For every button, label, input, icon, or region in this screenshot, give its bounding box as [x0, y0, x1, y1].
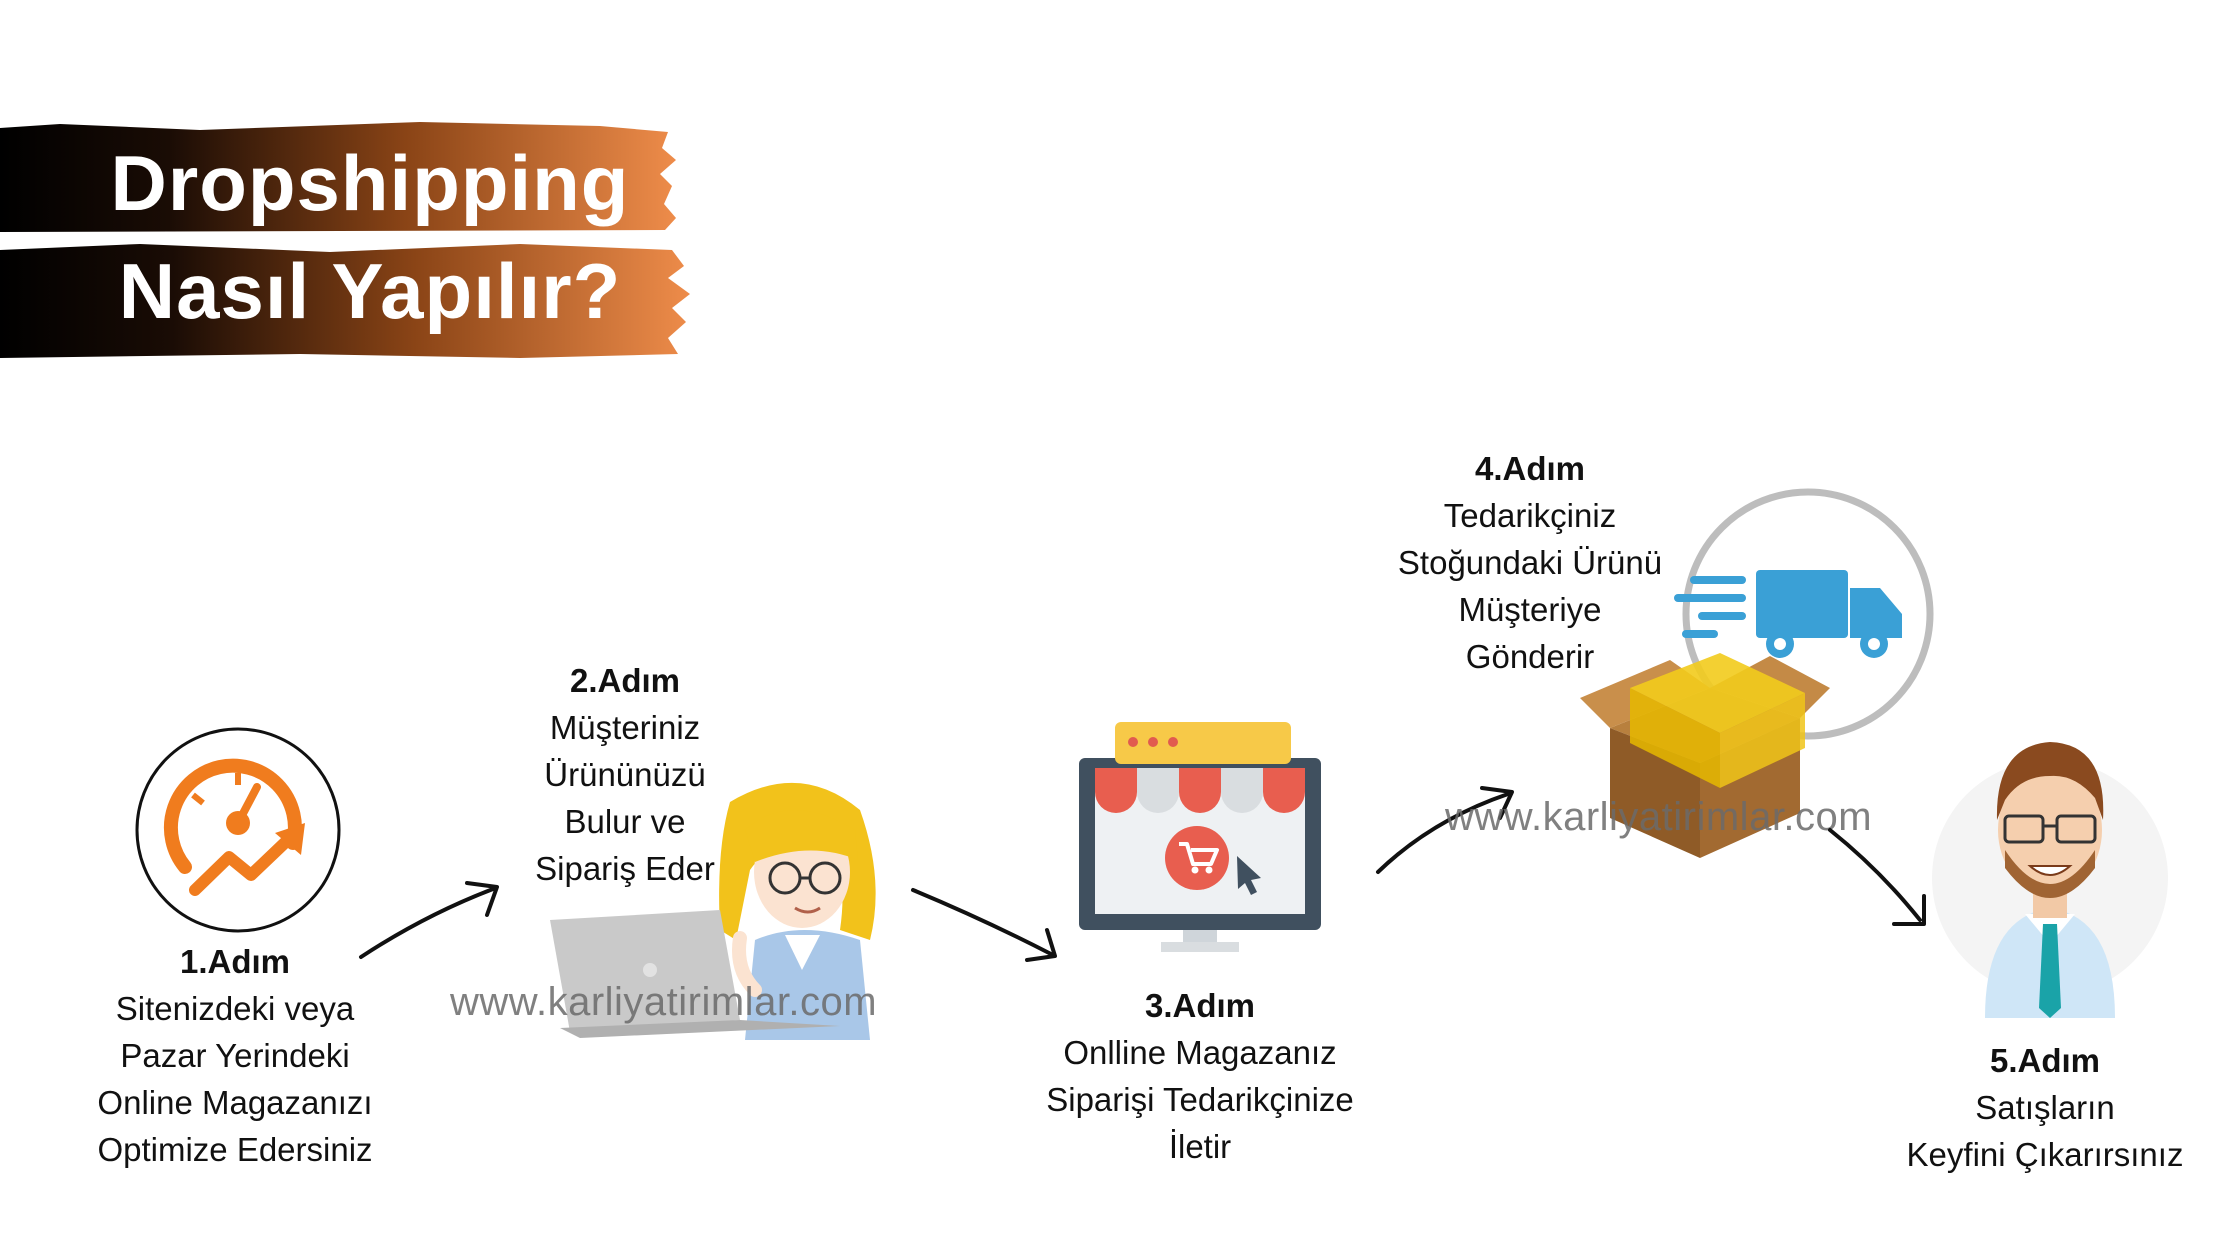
arrow-3-to-4: [1376, 786, 1514, 874]
title-banner: Dropshipping Nasıl Yapılır?: [0, 118, 700, 368]
speedometer-growth-icon: [135, 727, 341, 933]
woman-laptop-icon: [550, 782, 876, 1040]
step-3-head: 3.Adım: [1144, 987, 1256, 1024]
step-3-line: Siparişi Tedarikçinize: [1046, 1081, 1354, 1118]
step-5-line: Satışların: [1975, 1089, 2115, 1126]
step-1-line: Pazar Yerindeki: [120, 1037, 350, 1074]
step-2-line: Bulur ve: [564, 803, 686, 840]
step-4-head: 4.Adım: [1474, 450, 1586, 487]
step-3: 3.Adım Onlline Magazanız Siparişi Tedari…: [1030, 982, 1370, 1170]
online-store-icon: [1079, 722, 1321, 952]
brush-stroke-background: [0, 122, 690, 358]
step-1: 1.Adım Sitenizdeki veya Pazar Yerindeki …: [60, 938, 410, 1173]
step-2-line: Ürününüzü: [544, 756, 706, 793]
arrow-1-to-2: [359, 881, 499, 959]
arrow-4-to-5: [1828, 828, 1926, 926]
step-2: 2.Adım Müşteriniz Ürününüzü Bulur ve Sip…: [480, 657, 770, 892]
step-5-head: 5.Adım: [1989, 1042, 2101, 1079]
step-4-line: Müşteriye: [1458, 591, 1602, 628]
step-1-head: 1.Adım: [179, 943, 291, 980]
watermark: www.karliyatirimlar.com: [450, 980, 878, 1024]
delivery-truck-box-icon: [1580, 488, 1934, 858]
arrow-2-to-3: [911, 888, 1057, 962]
happy-man-icon: [1932, 742, 2168, 1018]
step-1-line: Sitenizdeki veya: [115, 990, 355, 1027]
watermark: www.karliyatirimlar.com: [1445, 795, 1873, 839]
step-3-line: Onlline Magazanız: [1063, 1034, 1337, 1071]
step-4-line: Gönderir: [1465, 638, 1595, 675]
step-1-line: Optimize Edersiniz: [97, 1131, 373, 1168]
title-line-2: Nasıl Yapılır?: [118, 247, 622, 335]
title-line-1: Dropshipping: [110, 139, 630, 227]
step-4-line: Tedarikçiniz: [1443, 497, 1617, 534]
step-2-line: Müşteriniz: [549, 709, 701, 746]
step-1-line: Online Magazanızı: [97, 1084, 373, 1121]
step-4: 4.Adım Tedarikçiniz Stoğundaki Ürünü Müş…: [1370, 445, 1690, 680]
step-4-line: Stoğundaki Ürünü: [1397, 544, 1663, 581]
step-3-line: İletir: [1168, 1128, 1232, 1165]
step-2-head: 2.Adım: [569, 662, 681, 699]
step-2-line: Sipariş Eder: [535, 850, 715, 887]
step-5: 5.Adım Satışların Keyfini Çıkarırsınız: [1895, 1037, 2195, 1178]
step-5-line: Keyfini Çıkarırsınız: [1906, 1136, 2184, 1173]
